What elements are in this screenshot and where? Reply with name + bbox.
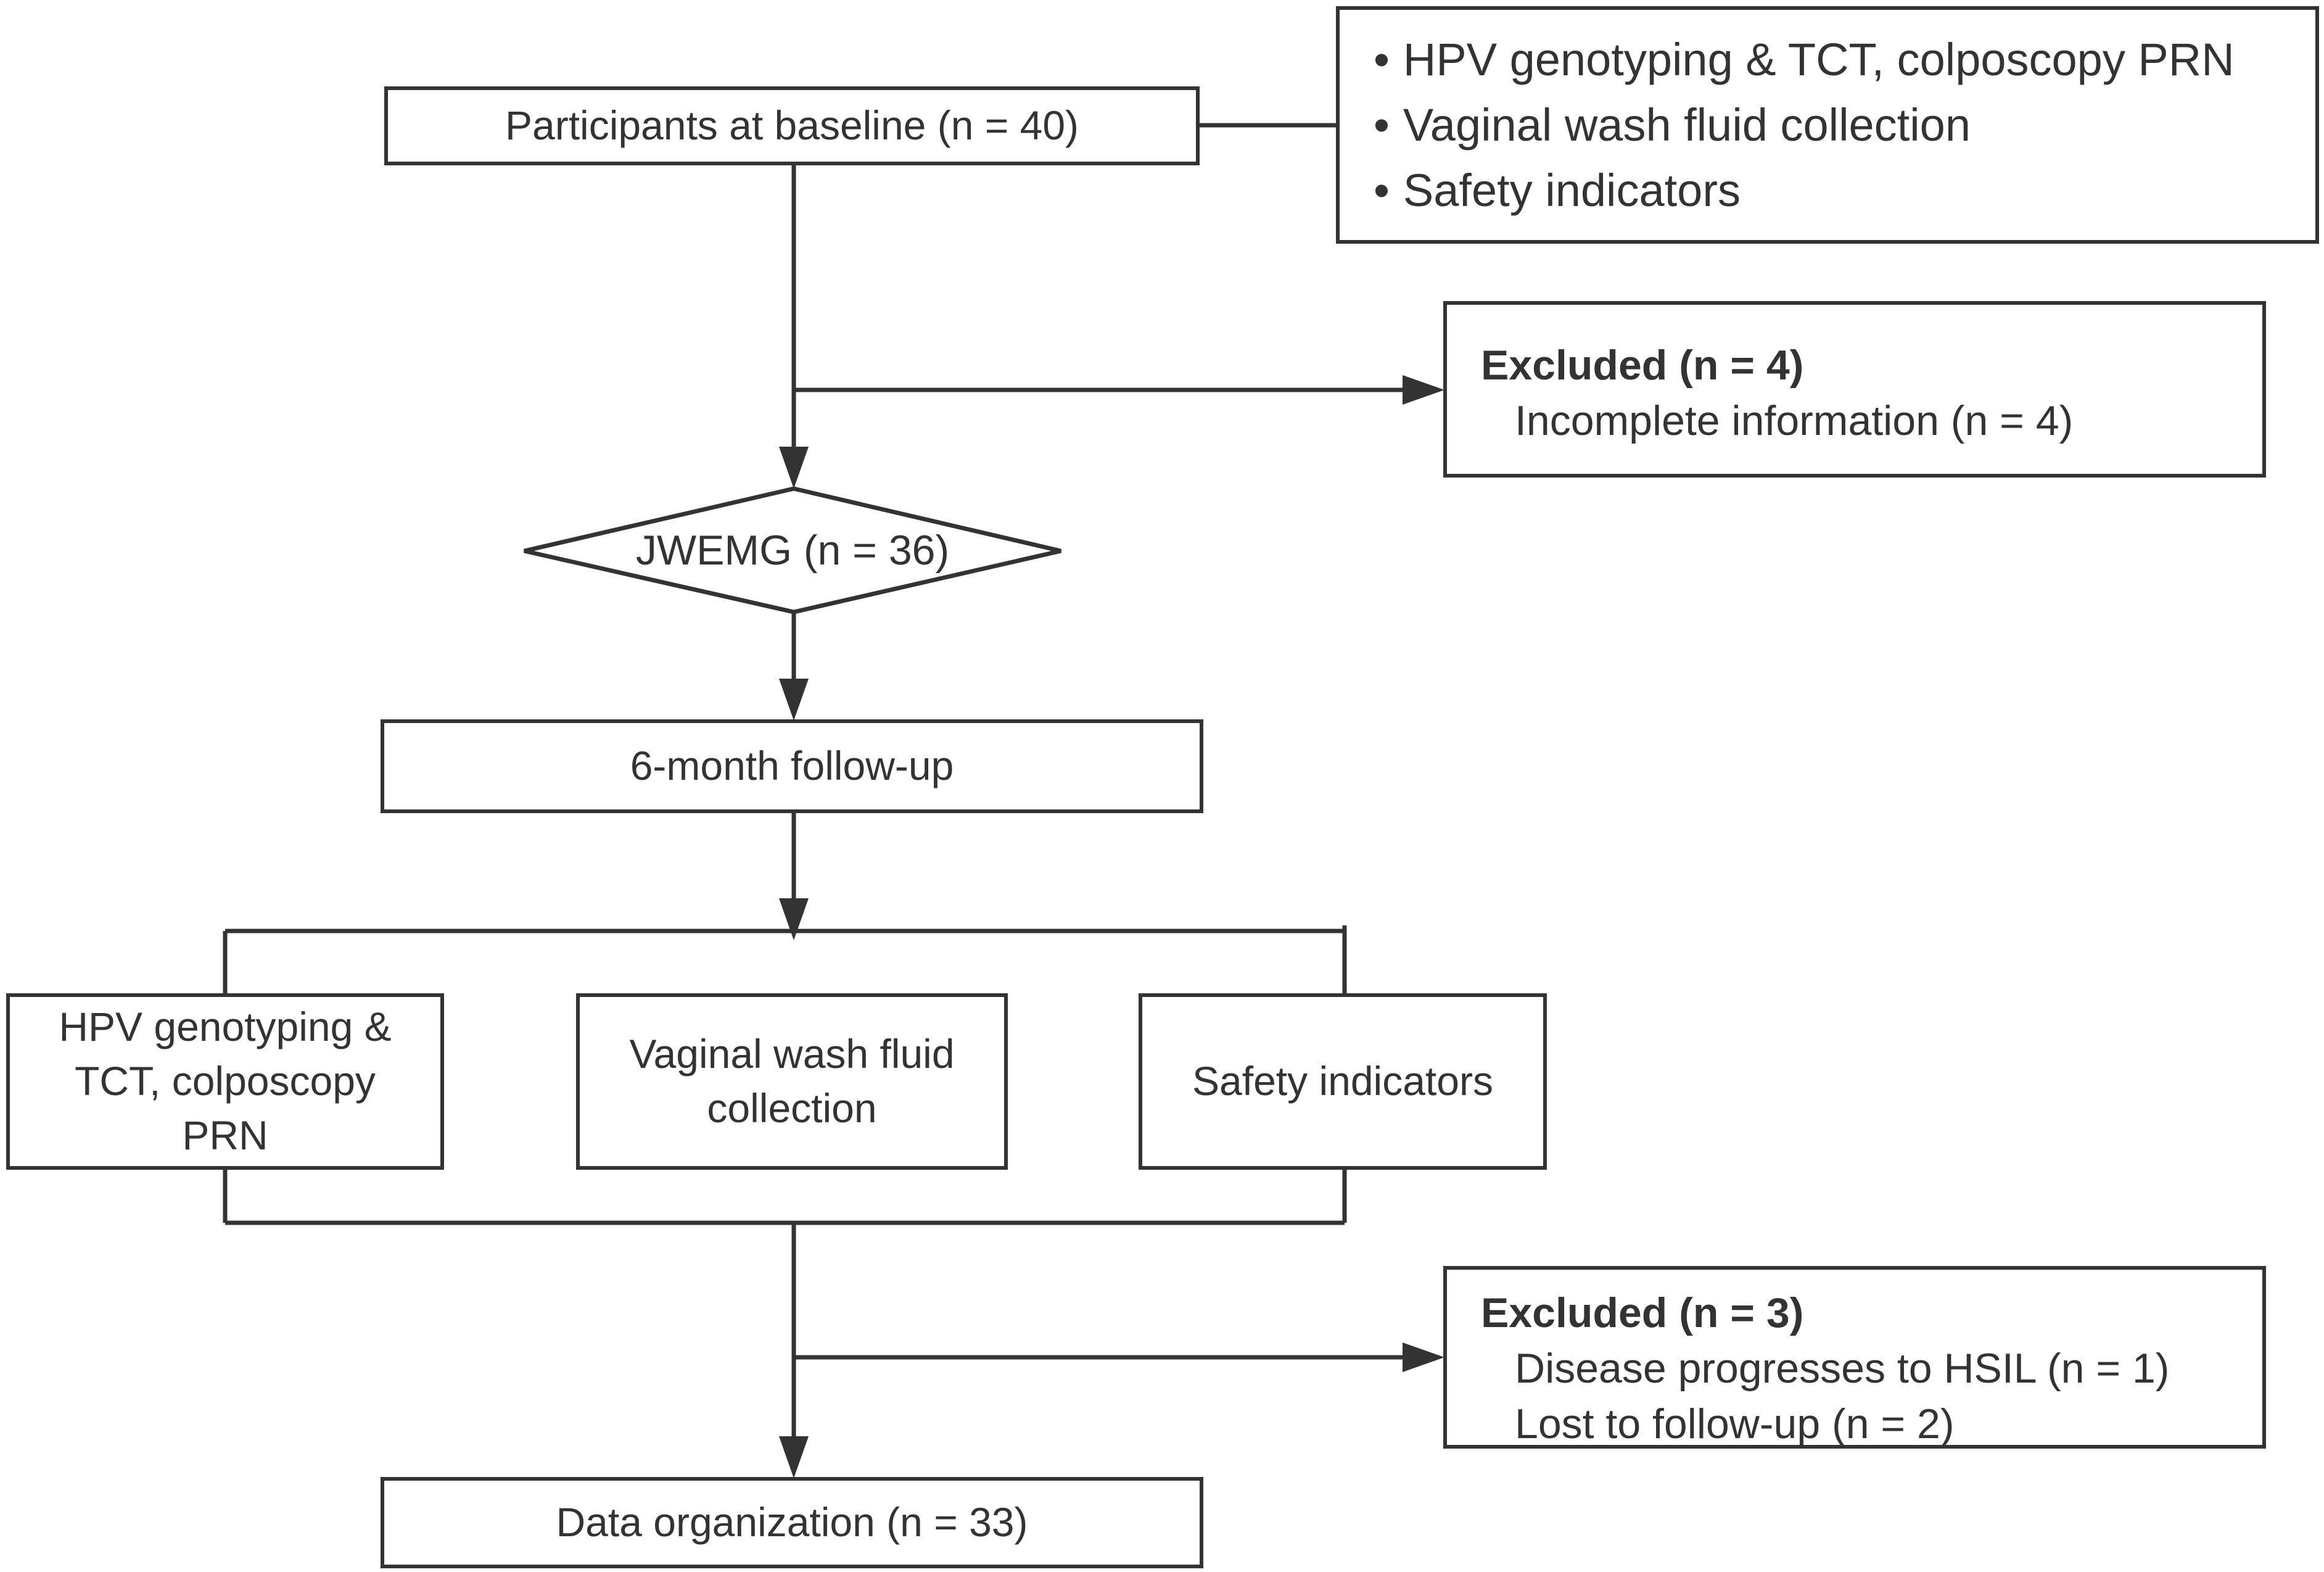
followup-vaginal-line: Vaginal wash fluid: [629, 1031, 955, 1077]
followup-hpv-box: HPV genotyping & TCT, colposcopy PRN: [6, 993, 444, 1170]
group-diamond: [524, 486, 1061, 614]
followup-safety-line: Safety indicators: [1192, 1058, 1493, 1104]
followup-safety-box: Safety indicators: [1139, 993, 1547, 1170]
followup-hpv-line: PRN: [182, 1112, 268, 1158]
followup-vaginal-line: collection: [707, 1085, 877, 1131]
arrowhead-bracket: [779, 898, 809, 940]
arrowhead-group: [779, 447, 809, 489]
final-box: Data organization (n = 33): [381, 1477, 1203, 1568]
group-label: JWEMG (n = 36): [635, 527, 950, 574]
baseline-box: Participants at baseline (n = 40): [384, 86, 1200, 165]
baseline-assessments-box: HPV genotyping & TCT, colposcopy PRN Vag…: [1336, 6, 2319, 244]
arrowhead-followup: [779, 679, 809, 721]
exclusion-box-2: Excluded (n = 3) Disease progresses to H…: [1443, 1266, 2266, 1449]
arrowhead-exclusion-2: [1403, 1342, 1444, 1372]
exclusion-2-reason: Lost to follow-up (n = 2): [1515, 1400, 1955, 1447]
exclusion-1-reason: Incomplete information (n = 4): [1515, 397, 2074, 444]
baseline-assessment-item: Safety indicators: [1374, 158, 2315, 223]
followup-hpv-line: HPV genotyping &: [59, 1004, 392, 1050]
followup-vaginal-box: Vaginal wash fluid collection: [576, 993, 1008, 1170]
baseline-assessment-item: Vaginal wash fluid collection: [1374, 93, 2315, 158]
exclusion-2-title: Excluded (n = 3): [1481, 1289, 1804, 1336]
exclusion-2-reason: Disease progresses to HSIL (n = 1): [1515, 1344, 2170, 1392]
arrowhead-final: [779, 1436, 809, 1478]
followup-box: 6-month follow-up: [381, 719, 1203, 813]
exclusion-1-title: Excluded (n = 4): [1481, 342, 1804, 389]
exclusion-box-1: Excluded (n = 4) Incomplete information …: [1443, 301, 2266, 478]
followup-hpv-line: TCT, colposcopy: [75, 1058, 376, 1104]
followup-label: 6-month follow-up: [630, 743, 954, 789]
final-label: Data organization (n = 33): [556, 1499, 1028, 1545]
baseline-assessment-item: HPV genotyping & TCT, colposcopy PRN: [1374, 27, 2315, 93]
arrowhead-exclusion-1: [1403, 375, 1444, 405]
baseline-label: Participants at baseline (n = 40): [505, 102, 1079, 149]
